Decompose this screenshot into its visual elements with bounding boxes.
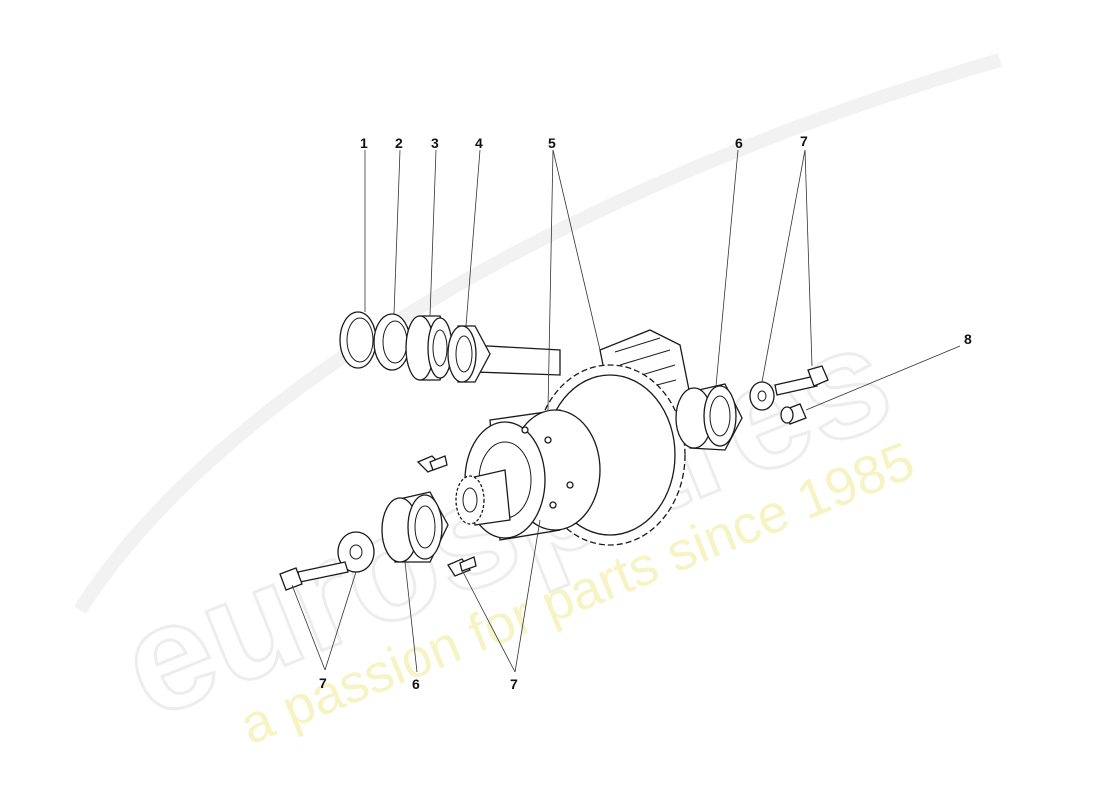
differential-housing [464, 409, 601, 541]
part-1-snap-ring [339, 311, 377, 369]
callout-8: 8 [964, 331, 972, 347]
part-3-bearing [405, 315, 453, 381]
part-7-washer-right [749, 381, 775, 411]
callout-7-top: 7 [800, 133, 808, 149]
part-2-shim [373, 313, 411, 371]
callout-7-bottom: 7 [510, 676, 518, 692]
callout-5: 5 [548, 135, 556, 151]
splined-stub [455, 469, 511, 526]
callout-3: 3 [431, 135, 439, 151]
part-4-bearing-race [447, 325, 491, 383]
part-7-bolt-left [279, 561, 349, 591]
callout-labels: 1 2 3 4 5 6 7 8 7 6 7 [319, 133, 972, 692]
part-6-bearing-right [675, 383, 743, 451]
callout-6-top: 6 [735, 135, 743, 151]
part-7-bolt-small-bottom [447, 556, 477, 577]
callout-1: 1 [360, 135, 368, 151]
callout-7-left: 7 [319, 675, 327, 691]
part-7-bolt-right [774, 365, 829, 396]
leader-lines [291, 149, 961, 673]
watermark: eurospares a passion for parts since 198… [74, 53, 1002, 756]
callout-6-bottom: 6 [412, 676, 420, 692]
watermark-swoosh [74, 53, 1002, 614]
callout-2: 2 [395, 135, 403, 151]
part-7-bolt-small-top [416, 455, 448, 473]
part-6-bearing-left [381, 491, 449, 563]
callout-4: 4 [475, 135, 483, 151]
part-8-plug [780, 403, 807, 425]
